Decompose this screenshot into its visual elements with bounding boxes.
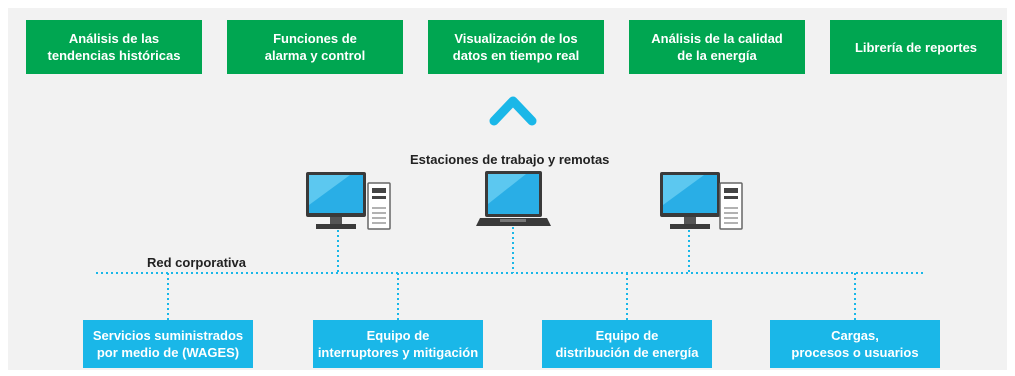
component-box-wages: Servicios suministrados por medio de (WA…: [83, 320, 253, 368]
up-arrow-icon: [489, 96, 537, 126]
function-box-report-library: Librería de reportes: [830, 20, 1002, 74]
laptop-icon: [476, 171, 551, 226]
workstations-label: Estaciones de trabajo y remotas: [410, 152, 610, 167]
function-box-alarm-control: Funciones de alarma y control: [227, 20, 403, 74]
desktop-computer-icon: [306, 172, 391, 230]
network-lines: [96, 227, 926, 320]
function-box-historical-trends: Análisis de las tendencias históricas: [26, 20, 202, 74]
corporate-network-label: Red corporativa: [147, 255, 246, 270]
function-box-power-quality: Análisis de la calidad de la energía: [629, 20, 805, 74]
component-box-distribution: Equipo de distribución de energía: [542, 320, 712, 368]
component-box-switchgear: Equipo de interruptores y mitigación: [313, 320, 483, 368]
desktop-computer-icon: [660, 172, 743, 230]
function-box-realtime-visualization: Visualización de los datos en tiempo rea…: [428, 20, 604, 74]
component-box-loads: Cargas, procesos o usuarios: [770, 320, 940, 368]
